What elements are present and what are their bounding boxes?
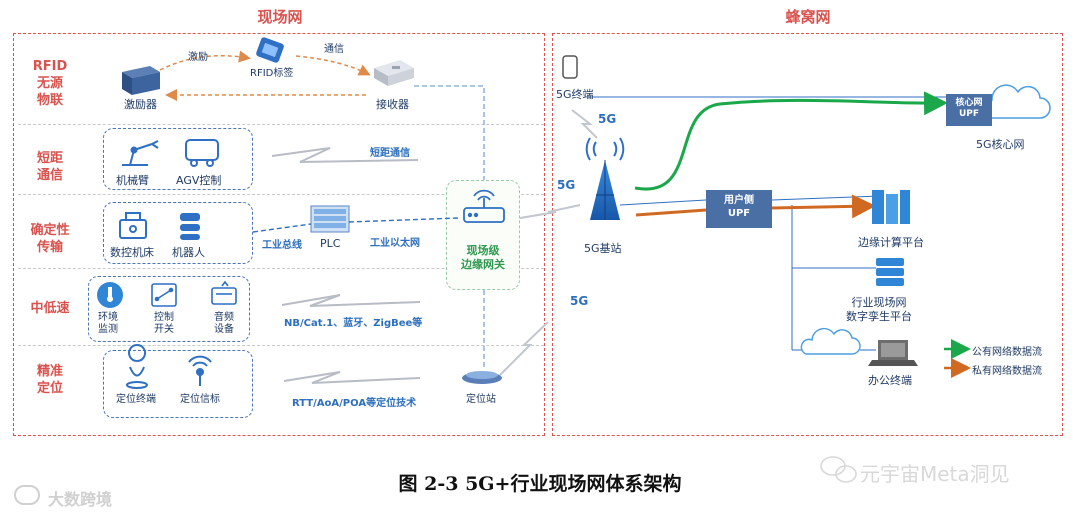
edge-platform-label: 边缘计算平台 <box>858 236 924 249</box>
office-laptop-icon <box>868 340 918 366</box>
positioning-link-label: RTT/AoA/POA等定位技术 <box>292 398 417 409</box>
core-cloud-icon <box>981 84 1051 119</box>
short-range-device-group <box>103 128 253 190</box>
agv-label: AGV控制 <box>176 174 222 187</box>
receiver-icon <box>374 60 414 86</box>
audio-device-label: 音频 设备 <box>214 312 234 335</box>
row-separator <box>18 345 544 346</box>
plc-icon <box>310 205 350 233</box>
robotic-arm-icon <box>122 140 159 166</box>
industrial-ethernet-label: 工业以太网 <box>370 238 420 249</box>
legend-public-label: 公有网络数据流 <box>972 347 1042 358</box>
watermark-left: 大数跨境 <box>48 490 113 509</box>
wireless-link-positioning <box>283 371 421 384</box>
excite-arrow-label: 激励 <box>188 52 208 63</box>
positioning-terminal-icon <box>126 344 148 389</box>
row-label-positioning: 精准 定位 <box>36 364 63 396</box>
watermark-right: 元宇宙Meta洞见 <box>860 462 1010 486</box>
office-terminal-label: 办公终端 <box>868 374 912 387</box>
5g-terminal-label: 5G终端 <box>556 88 594 101</box>
digital-twin-label: 行业现场网 数字孪生平台 <box>846 296 912 323</box>
positioning-station-icon <box>462 371 502 384</box>
core-upf: 核心网 UPF <box>946 94 992 126</box>
cellular-network-title: 蜂窝网 <box>785 8 831 26</box>
edge-gateway-box <box>446 180 520 290</box>
digital-twin-icon <box>876 258 904 286</box>
comm-arrow-label: 通信 <box>324 44 344 55</box>
exciter-icon <box>122 66 160 95</box>
rfid-tag-label: RFID标签 <box>250 68 294 79</box>
wireless-link-terminal <box>571 109 598 139</box>
environment-monitor-label: 环境 监测 <box>98 312 118 335</box>
positioning-beacon-label: 定位信标 <box>180 394 220 405</box>
row-separator <box>18 124 544 125</box>
low-speed-device-group <box>88 276 250 342</box>
wireless-link-low-speed <box>281 294 421 307</box>
private-data-flow <box>635 206 870 215</box>
row-label-rfid: RFID 无源 物联 <box>32 59 68 108</box>
positioning-device-group <box>103 350 253 418</box>
edge-gateway-label: 现场级 边缘网关 <box>461 244 505 271</box>
audio-device-icon <box>211 280 237 305</box>
cnc-label: 数控机床 <box>110 246 154 259</box>
row-separator <box>18 268 544 269</box>
5g-terminal-icon <box>562 55 578 79</box>
user-upf: 用户侧 UPF <box>706 190 772 228</box>
field-network-region <box>13 33 545 436</box>
rfid-tag-icon <box>256 37 284 63</box>
positioning-beacon-icon <box>188 355 212 386</box>
exciter-label: 激励器 <box>124 98 157 111</box>
field-network-title: 现场网 <box>257 8 303 26</box>
low-speed-link-label: NB/Cat.1、蓝牙、ZigBee等 <box>284 318 423 329</box>
positioning-station-label: 定位站 <box>466 394 496 405</box>
core-network-label: 5G核心网 <box>976 138 1025 151</box>
deterministic-device-group <box>103 202 253 264</box>
control-switch-icon <box>151 283 177 307</box>
industrial-bus-label: 工业总线 <box>262 240 302 251</box>
receiver-label: 接收器 <box>376 98 409 111</box>
robot-icon <box>180 213 200 240</box>
row-separator <box>18 194 544 195</box>
agv-icon <box>185 139 219 167</box>
5g-tag-terminal: 5G <box>598 112 617 126</box>
cnc-machine-icon <box>119 212 147 239</box>
wireless-link-short-range <box>271 147 419 163</box>
edge-computing-icon <box>872 190 910 224</box>
environment-monitor-icon <box>97 282 123 308</box>
office-cloud-icon <box>800 327 861 355</box>
row-label-short-range: 短距 通信 <box>36 151 63 183</box>
control-switch-label: 控制 开关 <box>154 312 174 335</box>
plc-label: PLC <box>320 237 341 250</box>
row-label-deterministic: 确定性 传输 <box>30 223 70 255</box>
row-label-low-speed: 中低速 <box>30 301 70 316</box>
5g-tag-positioning: 5G <box>570 294 589 308</box>
positioning-terminal-label: 定位终端 <box>116 394 156 405</box>
figure-caption: 图 2-3 5G+行业现场网体系架构 <box>398 473 682 495</box>
watermark-left-icon <box>14 485 40 505</box>
gateway-router-icon <box>463 189 505 223</box>
base-station-tower-icon <box>585 137 625 220</box>
base-station-label: 5G基站 <box>584 242 622 255</box>
short-range-link-label: 短距通信 <box>370 148 410 159</box>
robot-label: 机器人 <box>172 246 205 259</box>
5g-tag-gateway: 5G <box>557 178 576 192</box>
wechat-watermark-icon <box>820 456 857 483</box>
public-data-flow <box>634 91 948 191</box>
cellular-network-region <box>552 33 1063 436</box>
legend-private-label: 私有网络数据流 <box>972 366 1042 377</box>
robotic-arm-label: 机械臂 <box>116 174 149 187</box>
